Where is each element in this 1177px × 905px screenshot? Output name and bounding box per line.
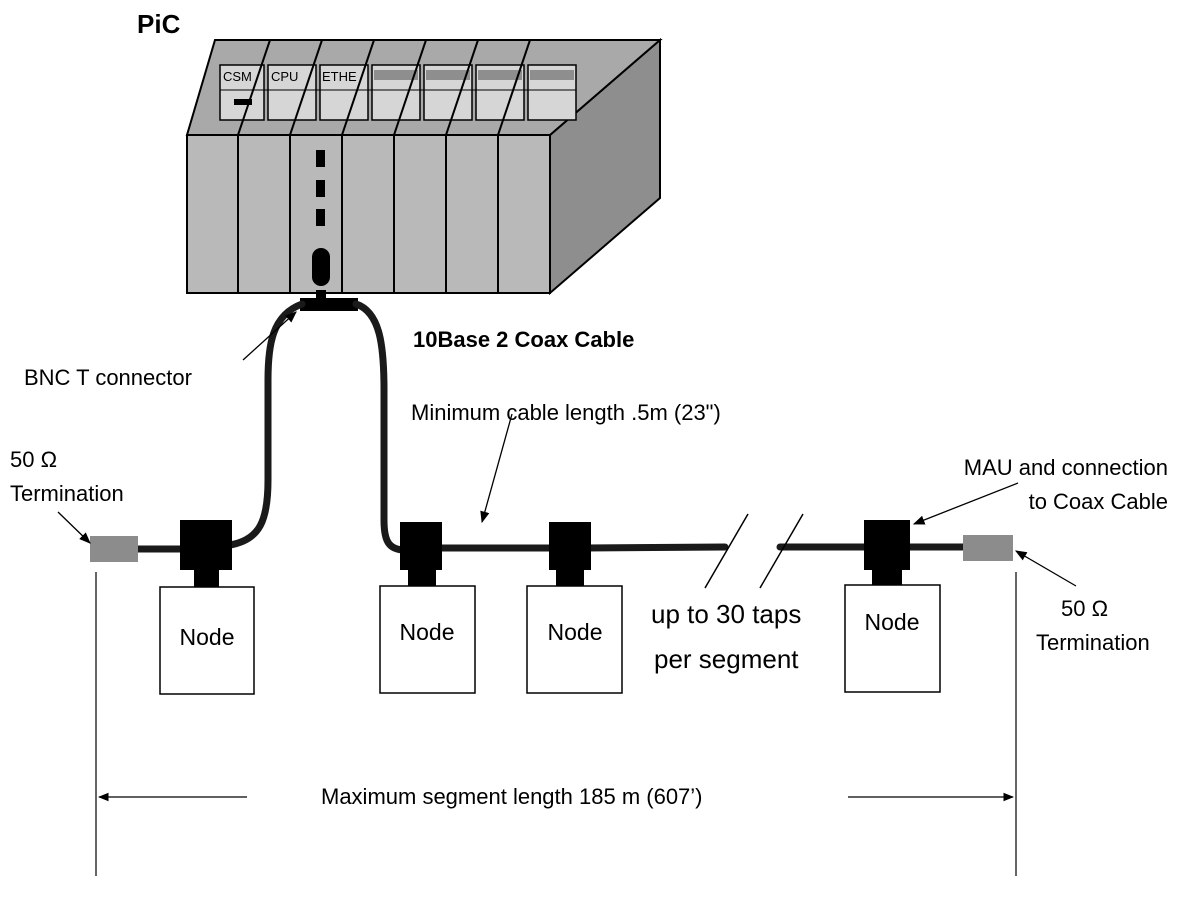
max-segment-length-label: Maximum segment length 185 m (607’) <box>321 784 703 809</box>
node-box: Node <box>159 586 255 695</box>
left-termination-ohm: 50 Ω <box>10 447 57 472</box>
cable-title: 10Base 2 Coax Cable <box>413 327 634 352</box>
left-termination-label: Termination <box>10 481 124 506</box>
coax-cable <box>131 300 970 554</box>
module-dividers <box>237 39 531 136</box>
tap-connector-2 <box>400 522 442 587</box>
node-label: Node <box>400 619 455 645</box>
front-modules <box>186 134 551 294</box>
module-top-windows <box>219 64 577 121</box>
min-cable-length-label: Minimum cable length .5m (23") <box>411 400 721 425</box>
left-terminator <box>90 536 138 562</box>
segment-dimension <box>95 572 1017 876</box>
right-termination-label: Termination <box>1036 630 1150 655</box>
pic-chassis: CSM CPU ETHE <box>185 37 663 296</box>
cable-break-marks <box>704 513 804 589</box>
node-box: Node <box>379 585 476 694</box>
module-label-csm: CSM <box>223 69 252 84</box>
right-termination-ohm: 50 Ω <box>1061 596 1108 621</box>
node-label: Node <box>548 619 603 645</box>
taps-label-line2: per segment <box>654 644 799 674</box>
callout-arrows <box>57 311 1077 587</box>
bnc-connector-label: BNC T connector <box>24 365 192 390</box>
node-box: Node <box>526 585 623 694</box>
mau-label-line1: MAU and connection <box>964 455 1168 480</box>
ethernet-module-indicators <box>312 150 330 286</box>
node-box: Node <box>844 584 941 693</box>
node-label: Node <box>865 609 920 635</box>
node-label: Node <box>180 624 235 650</box>
taps-label-line1: up to 30 taps <box>651 599 801 629</box>
pic-title: PiC <box>137 9 181 39</box>
tap-connector-3 <box>549 522 591 587</box>
module-label-ethe: ETHE <box>322 69 357 84</box>
right-terminator <box>963 535 1013 561</box>
bnc-t-connector <box>300 290 358 311</box>
tap-connector-4 <box>864 520 910 586</box>
mau-label-line2: to Coax Cable <box>1029 489 1168 514</box>
module-label-cpu: CPU <box>271 69 298 84</box>
tap-connector-1 <box>180 520 232 588</box>
